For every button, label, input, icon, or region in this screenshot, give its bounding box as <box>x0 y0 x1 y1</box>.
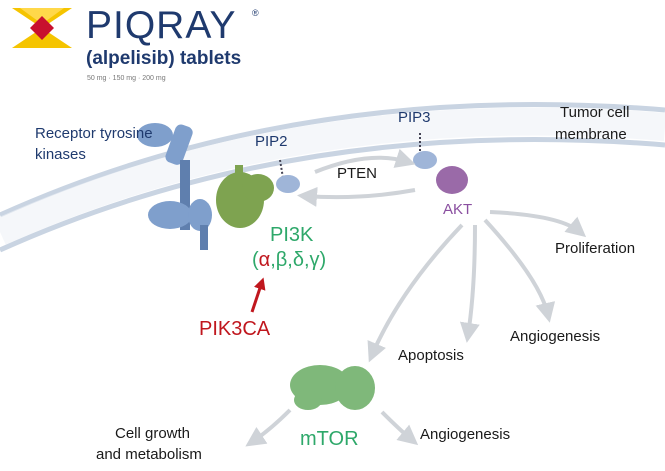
isoform-alpha: α <box>258 249 271 271</box>
label-pten: PTEN <box>337 165 378 182</box>
label-apoptosis: Apoptosis <box>398 347 464 364</box>
piqray-logo-mark <box>12 8 72 48</box>
label-membrane-line2: membrane <box>555 126 627 143</box>
arrow-akt-mtor <box>367 223 464 363</box>
label-pi3k-isoforms: (α,β,δ,γ) <box>252 249 326 272</box>
arrow-akt-apoptosis <box>459 224 480 343</box>
pi3k-protein-icon <box>216 165 274 228</box>
label-mtor: mTOR <box>300 428 359 450</box>
pip2-molecule-icon <box>276 159 300 193</box>
label-receptor-line1: Receptor tyrosine <box>35 125 153 142</box>
arrow-mtor-cell-growth <box>245 408 292 447</box>
arrow-akt-proliferation <box>489 210 587 238</box>
label-proliferation: Proliferation <box>555 240 636 257</box>
label-angiogenesis-akt: Angiogenesis <box>510 328 601 345</box>
receptor-tyrosine-kinase-icon <box>137 123 212 250</box>
pip3-akt-icon <box>413 133 468 194</box>
mtor-protein-icon <box>290 365 375 410</box>
label-cell-growth-line2: and metabolism <box>96 446 202 463</box>
label-pi3k: PI3K <box>270 224 314 246</box>
cell-membrane <box>0 102 665 253</box>
logo-doses: 50 mg · 150 mg · 200 mg <box>87 75 166 82</box>
label-membrane-line1: Tumor cell <box>560 104 630 121</box>
logo-registered: ® <box>252 8 259 18</box>
isoform-rest: ,β,δ,γ) <box>270 249 327 271</box>
pathway-arrows <box>245 148 587 447</box>
isoform-paren: ( <box>252 249 259 271</box>
logo-brand: PIQRAY <box>86 4 237 47</box>
label-cell-growth-line1: Cell growth <box>115 425 191 442</box>
label-pip3: PIP3 <box>398 109 431 126</box>
arrow-pten-pip3-to-pip2 <box>297 186 416 207</box>
label-angiogenesis-mtor: Angiogenesis <box>420 426 511 443</box>
logo-subtitle: (alpelisib) tablets <box>86 48 242 69</box>
label-pik3ca: PIK3CA <box>199 318 271 340</box>
arrow-pip2-to-pip3 <box>314 148 416 174</box>
arrow-mtor-angiogenesis <box>380 410 419 446</box>
label-receptor-line2: kinases <box>35 146 86 163</box>
label-pip2: PIP2 <box>255 133 288 150</box>
arrow-akt-angiogenesis <box>483 218 556 323</box>
label-akt: AKT <box>443 201 473 218</box>
arrow-pik3ca-to-pi3k <box>250 277 266 313</box>
